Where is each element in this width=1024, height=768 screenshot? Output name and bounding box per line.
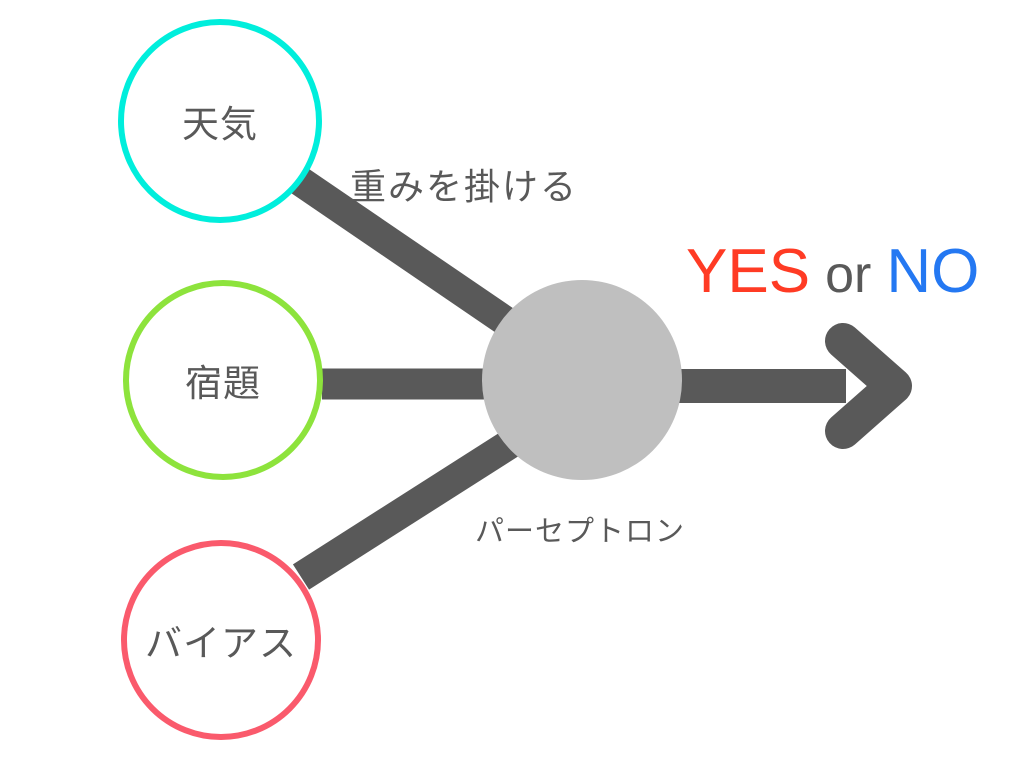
input-label-homework: 宿題 [185,363,261,404]
output-no-label: NO [886,237,980,306]
input-label-bias: バイアス [145,623,297,664]
input-circle-weather [118,19,322,223]
perceptron-circle [482,280,682,480]
input-circle-bias [121,540,321,740]
perceptron-caption: パーセプトロン [474,516,685,548]
input-circle-homework [123,280,323,480]
weights-annotation: 重みを掛ける [350,166,579,207]
output-arrow-head [825,323,912,449]
output-yes-label: YES [686,237,811,306]
output-text: YES or NO [686,238,979,309]
output-or-label: or [825,246,872,304]
input-label-weather: 天気 [182,104,258,145]
